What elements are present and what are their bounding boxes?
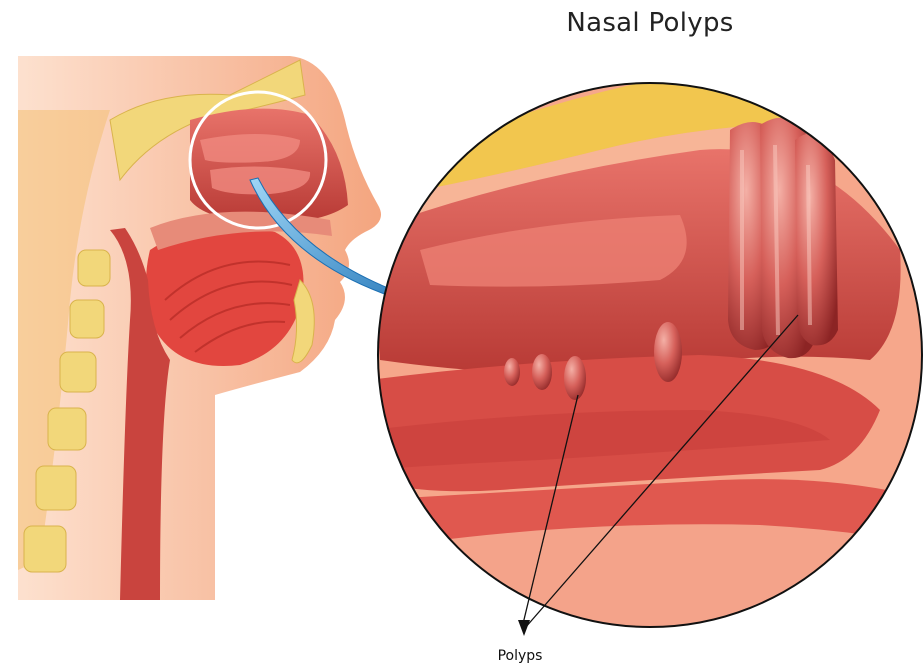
large-polyp-cluster [728, 118, 838, 358]
leader-arrowhead [518, 620, 530, 636]
head-cross-section [18, 56, 381, 600]
zoom-view [370, 60, 924, 640]
polyps-label: Polyps [470, 648, 570, 664]
diagram-title: Nasal Polyps [520, 8, 780, 38]
